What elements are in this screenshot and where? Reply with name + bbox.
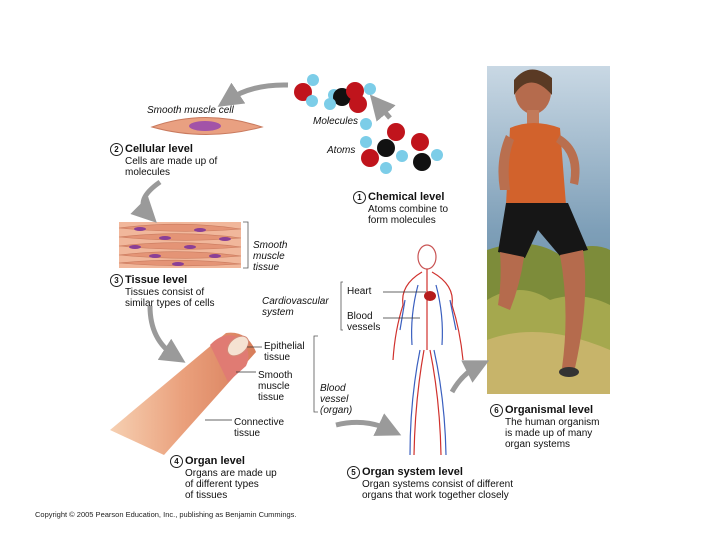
level-number: 2 <box>110 143 123 156</box>
label-line: system <box>262 307 329 318</box>
label-line: Smooth <box>258 370 292 381</box>
connective-tissue-label: Connective tissue <box>234 417 284 439</box>
level-desc: is made up of many <box>505 428 600 439</box>
level-number: 6 <box>490 404 503 417</box>
label-line: tissue <box>234 428 284 439</box>
cardiovascular-system-label: Cardiovascular system <box>262 296 329 318</box>
level-desc: organ systems <box>505 439 600 450</box>
atoms-cluster <box>360 118 443 174</box>
label-line: tissue <box>258 392 292 403</box>
level-desc: Cells are made up of <box>125 156 217 167</box>
level-desc: similar types of cells <box>125 298 214 309</box>
label-line: tissue <box>264 352 305 363</box>
level-desc: The human organism <box>505 417 600 428</box>
level-desc: Organs are made up <box>185 468 277 479</box>
level-number: 1 <box>353 191 366 204</box>
level-desc: molecules <box>125 167 217 178</box>
level-desc: organs that work together closely <box>362 490 513 501</box>
level-number: 5 <box>347 466 360 479</box>
label-line: Blood <box>320 383 352 394</box>
blood-vessel-organ-label: Blood vessel (organ) <box>320 383 352 416</box>
label-line: Cardiovascular <box>262 296 329 307</box>
label-line: vessel <box>320 394 352 405</box>
level-number: 4 <box>170 455 183 468</box>
cardio-bracket <box>341 282 343 330</box>
level-desc: of tissues <box>185 490 277 501</box>
level-desc: Tissues consist of <box>125 287 214 298</box>
atoms-label: Atoms <box>327 145 355 156</box>
label-line: vessels <box>347 322 380 333</box>
blood-vessels-label: Blood vessels <box>347 311 380 333</box>
level-title: Tissue level <box>125 274 187 286</box>
vessel-bracket <box>314 336 318 412</box>
label-line: (organ) <box>320 405 352 416</box>
level-desc: of different types <box>185 479 277 490</box>
smooth-muscle-cell-label: Smooth muscle cell <box>147 105 234 116</box>
level-number: 3 <box>110 274 123 287</box>
label-line: Connective <box>234 417 284 428</box>
label-line: Blood <box>347 311 380 322</box>
level-title: Organismal level <box>505 404 593 416</box>
level-desc: form molecules <box>368 215 448 226</box>
smooth-muscle-tissue <box>119 222 248 268</box>
label-line: muscle <box>258 381 292 392</box>
level-title: Cellular level <box>125 143 193 155</box>
level-desc: Organ systems consist of different <box>362 479 513 490</box>
copyright-text: Copyright © 2005 Pearson Education, Inc.… <box>35 510 297 519</box>
smooth-muscle-tissue-label: Smooth muscle tissue <box>253 240 287 273</box>
level-desc: Atoms combine to <box>368 204 448 215</box>
cardiovascular-figure <box>383 245 463 455</box>
label-line: Smooth <box>253 240 287 251</box>
epithelial-tissue-label: Epithelial tissue <box>264 341 305 363</box>
level-title: Chemical level <box>368 191 444 203</box>
molecules-label: Molecules <box>313 116 358 127</box>
smooth-muscle-cell <box>152 118 262 135</box>
label-line: tissue <box>253 262 287 273</box>
heart-label: Heart <box>347 286 371 297</box>
level-title: Organ system level <box>362 466 463 478</box>
molecules-cluster <box>294 74 376 113</box>
label-line: Epithelial <box>264 341 305 352</box>
runner-photo <box>487 66 610 394</box>
smooth-muscle-organ-label: Smooth muscle tissue <box>258 370 292 403</box>
label-line: muscle <box>253 251 287 262</box>
level-title: Organ level <box>185 455 245 467</box>
